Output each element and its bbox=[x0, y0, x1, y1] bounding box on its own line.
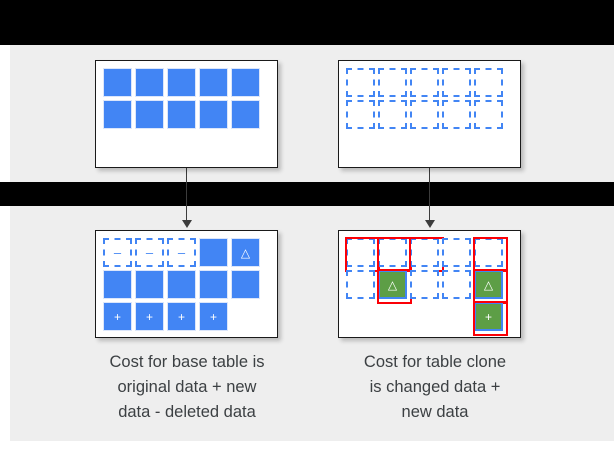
grid-cell-dashed bbox=[346, 68, 375, 97]
bottom-section-left-gutter bbox=[8, 206, 10, 441]
grid-cell-solid bbox=[231, 100, 260, 129]
grid-cell-empty bbox=[410, 302, 439, 331]
caption-base-table-line-3: data - deleted data bbox=[118, 403, 256, 421]
grid-cell-empty bbox=[231, 302, 260, 331]
base-table-original-grid bbox=[103, 68, 260, 129]
grid-cell-dashed bbox=[473, 237, 508, 272]
cell-glyph: – bbox=[177, 245, 186, 260]
changed-cell-highlight bbox=[473, 269, 508, 304]
grid-cell-dashed: – bbox=[103, 238, 132, 267]
grid-cell-dashed bbox=[378, 100, 407, 129]
caption-base-table-line-2: original data + new bbox=[117, 378, 257, 396]
grid-cell-solid: + bbox=[199, 302, 228, 331]
grid-cell-dashed bbox=[442, 270, 471, 299]
cell-glyph: △ bbox=[387, 277, 398, 292]
arrow-table-clone-line-overlay bbox=[429, 182, 431, 206]
cell-glyph: + bbox=[145, 309, 153, 324]
cell-glyph: – bbox=[145, 245, 154, 260]
base-table-after-changes: – – – △ + + + + bbox=[95, 230, 278, 338]
grid-cell-solid: + bbox=[135, 302, 164, 331]
changed-cell-highlight bbox=[377, 269, 412, 304]
arrow-base-table-head bbox=[182, 220, 192, 228]
grid-cell-dashed bbox=[474, 68, 503, 97]
top-section-left-gutter bbox=[8, 45, 10, 182]
grid-cell-solid bbox=[103, 100, 132, 129]
grid-cell-solid bbox=[167, 68, 196, 97]
table-clone-after-changes-grid: △ △ + bbox=[345, 237, 508, 336]
grid-cell-empty bbox=[378, 302, 407, 331]
grid-cell-dashed bbox=[410, 68, 439, 97]
middle-black-band bbox=[0, 182, 614, 206]
grid-cell-solid bbox=[199, 68, 228, 97]
grid-cell-green: △ bbox=[377, 269, 412, 304]
grid-cell-dashed bbox=[442, 100, 471, 129]
grid-cell-dashed bbox=[346, 100, 375, 129]
cell-glyph: + bbox=[484, 309, 492, 324]
grid-cell-dashed: – bbox=[135, 238, 164, 267]
cell-glyph: – bbox=[113, 245, 122, 260]
cell-glyph: + bbox=[209, 309, 217, 324]
arrow-table-clone-head bbox=[425, 220, 435, 228]
arrow-base-table-line-overlay bbox=[186, 182, 188, 206]
changed-cell-highlight bbox=[377, 237, 412, 272]
grid-cell-dashed: – bbox=[167, 238, 196, 267]
grid-cell-solid bbox=[135, 68, 164, 97]
grid-cell-solid bbox=[231, 68, 260, 97]
caption-base-table-line-1: Cost for base table is bbox=[109, 353, 265, 371]
caption-table-clone-line-2: is changed data + bbox=[369, 378, 501, 396]
caption-base-table: Cost for base table is original data + n… bbox=[78, 350, 296, 425]
grid-cell-solid: + bbox=[167, 302, 196, 331]
cell-glyph: △ bbox=[483, 277, 494, 292]
caption-table-clone: Cost for table clone is changed data + n… bbox=[330, 350, 540, 425]
changed-cell-highlight bbox=[473, 237, 508, 272]
base-table-after-changes-grid: – – – △ + + + + bbox=[103, 238, 260, 331]
grid-cell-green: + bbox=[473, 301, 508, 336]
grid-cell-solid bbox=[135, 270, 164, 299]
grid-cell-dashed bbox=[377, 237, 412, 272]
caption-table-clone-line-3: new data bbox=[401, 403, 469, 421]
caption-table-clone-line-1: Cost for table clone bbox=[363, 353, 507, 371]
grid-cell-dashed bbox=[378, 68, 407, 97]
base-table-original bbox=[95, 60, 278, 168]
grid-cell-solid bbox=[135, 100, 164, 129]
table-clone-initial-grid bbox=[346, 68, 503, 129]
grid-cell-solid bbox=[103, 68, 132, 97]
cell-glyph: △ bbox=[240, 245, 251, 260]
grid-cell-solid bbox=[167, 270, 196, 299]
grid-cell-empty bbox=[442, 302, 471, 331]
grid-cell-solid bbox=[167, 100, 196, 129]
grid-cell-solid bbox=[103, 270, 132, 299]
grid-cell-solid bbox=[199, 238, 228, 267]
changed-cell-highlight bbox=[409, 237, 444, 272]
grid-cell-dashed bbox=[442, 68, 471, 97]
grid-cell-dashed bbox=[442, 238, 471, 267]
grid-cell-dashed bbox=[345, 237, 380, 272]
grid-cell-dashed bbox=[410, 270, 439, 299]
changed-cell-highlight bbox=[473, 301, 508, 336]
top-black-band bbox=[0, 0, 614, 45]
cell-glyph: + bbox=[177, 309, 185, 324]
changed-cell-highlight bbox=[345, 237, 380, 272]
grid-cell-green: △ bbox=[473, 269, 508, 304]
grid-cell-solid bbox=[199, 100, 228, 129]
grid-cell-solid bbox=[231, 270, 260, 299]
grid-cell-empty bbox=[346, 302, 375, 331]
grid-cell-dashed bbox=[409, 237, 444, 272]
cell-glyph: + bbox=[113, 309, 121, 324]
table-clone-initial bbox=[338, 60, 521, 168]
grid-cell-solid bbox=[199, 270, 228, 299]
grid-cell-solid: △ bbox=[231, 238, 260, 267]
grid-cell-dashed bbox=[346, 270, 375, 299]
grid-cell-dashed bbox=[474, 100, 503, 129]
grid-cell-solid: + bbox=[103, 302, 132, 331]
grid-cell-dashed bbox=[410, 100, 439, 129]
table-clone-after-changes: △ △ + bbox=[338, 230, 521, 338]
